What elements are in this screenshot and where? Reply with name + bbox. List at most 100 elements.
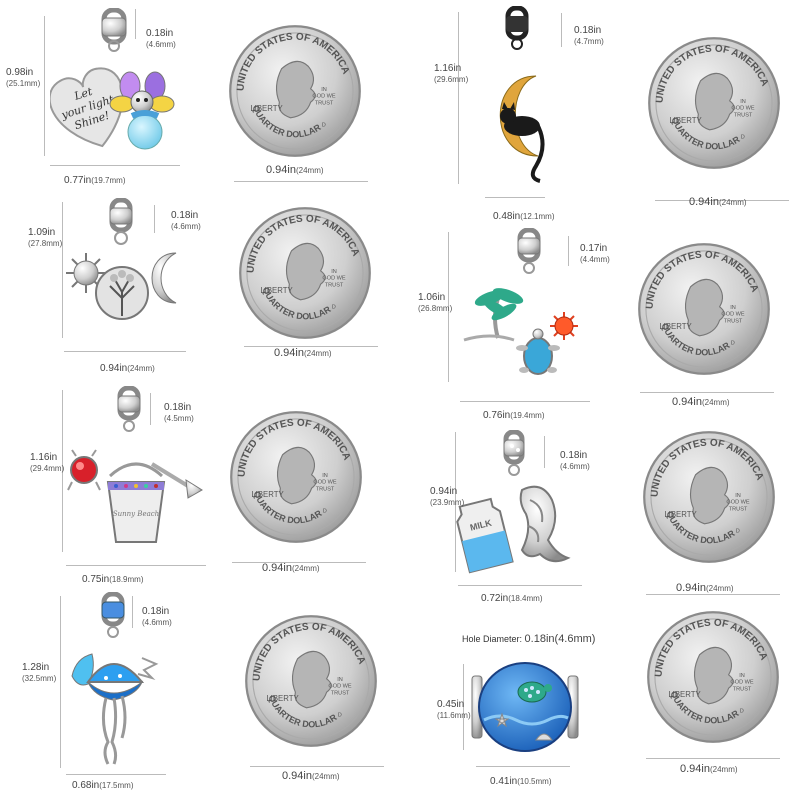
height-guide bbox=[60, 596, 61, 768]
height-guide bbox=[463, 664, 464, 750]
coin-width-inches: 0.94in bbox=[676, 582, 706, 594]
hole-guide bbox=[568, 236, 569, 266]
coin-width-inches: 0.94in bbox=[672, 396, 702, 408]
width-guide bbox=[66, 774, 166, 775]
coin-width-label: 0.94in(24mm) bbox=[282, 771, 340, 782]
coin-motto-1: IN bbox=[735, 493, 741, 499]
height-label: 0.94in (23.9mm) bbox=[430, 486, 464, 508]
width-guide bbox=[64, 351, 186, 352]
ocean-bead-charm-image bbox=[471, 662, 579, 752]
coin-width-guide bbox=[646, 758, 780, 759]
height-label: 1.06in (26.8mm) bbox=[418, 292, 452, 314]
coin-mint: D bbox=[332, 305, 336, 311]
palm-turtle-charm-image bbox=[463, 228, 578, 375]
hole-mm: (4.6mm) bbox=[554, 633, 596, 645]
coin-motto-2: GOD WE bbox=[312, 94, 336, 100]
coin-width-guide bbox=[640, 392, 774, 393]
coin-width-mm: (24mm) bbox=[311, 772, 340, 781]
hole-mm: (4.6mm) bbox=[142, 618, 172, 627]
coin-motto-1: IN bbox=[730, 305, 736, 311]
coin-mint: D bbox=[736, 529, 740, 535]
height-mm: (29.6mm) bbox=[434, 75, 469, 84]
coin-width-guide bbox=[250, 766, 384, 767]
width-guide bbox=[460, 401, 590, 402]
coin-motto-3: TRUST bbox=[734, 112, 753, 118]
hole-inches: 0.18in bbox=[164, 402, 192, 413]
width-guide bbox=[50, 165, 180, 166]
hole-label: 0.18in (4.6mm) bbox=[171, 210, 201, 232]
coin-motto-1: IN bbox=[739, 673, 745, 679]
coin-width-inches: 0.94in bbox=[282, 770, 312, 782]
coin-width-label: 0.94in(24mm) bbox=[680, 764, 738, 775]
coin-motto-3: TRUST bbox=[316, 486, 335, 492]
height-mm: (11.6mm) bbox=[437, 711, 471, 720]
coin-liberty: LIBERTY bbox=[260, 286, 293, 295]
coin-motto-1: IN bbox=[337, 677, 343, 683]
height-mm: (25.1mm) bbox=[6, 79, 41, 88]
milk-croissant-charm-image: MILK bbox=[456, 430, 571, 574]
width-inches: 0.76in bbox=[483, 410, 511, 421]
coin-motto-1: IN bbox=[740, 99, 746, 105]
width-inches: 0.41in bbox=[490, 776, 518, 787]
height-mm: (29.4mm) bbox=[30, 464, 65, 473]
hole-mm: (4.6mm) bbox=[560, 462, 590, 471]
width-inches: 0.72in bbox=[481, 593, 509, 604]
coin-motto-1: IN bbox=[331, 269, 337, 275]
hole-inches: 0.18in bbox=[171, 210, 199, 221]
coin-width-mm: (24mm) bbox=[701, 398, 730, 407]
quarter-coin: UNITED STATES OF AMERICA QUARTER DOLLAR … bbox=[638, 243, 770, 375]
width-mm: (18.9mm) bbox=[109, 575, 144, 584]
width-label: 0.77in(19.7mm) bbox=[64, 175, 125, 186]
height-guide bbox=[455, 432, 456, 572]
hole-mm: (4.6mm) bbox=[146, 40, 176, 49]
hole-diameter-label: Hole Diameter: 0.18in(4.6mm) bbox=[462, 633, 595, 645]
height-guide bbox=[62, 202, 63, 338]
height-inches: 0.94in bbox=[430, 486, 458, 497]
coin-width-label: 0.94in(24mm) bbox=[672, 397, 730, 408]
hole-inches: 0.18in bbox=[560, 450, 588, 461]
height-guide bbox=[448, 232, 449, 382]
coin-mint: D bbox=[731, 341, 735, 347]
width-mm: (12.1mm) bbox=[520, 212, 555, 221]
coin-motto-3: TRUST bbox=[315, 100, 334, 106]
coin-width-mm: (24mm) bbox=[291, 564, 320, 573]
coin-motto-3: TRUST bbox=[729, 506, 748, 512]
height-inches: 1.16in bbox=[30, 452, 58, 463]
height-mm: (32.5mm) bbox=[22, 674, 57, 683]
coin-motto-3: TRUST bbox=[724, 318, 743, 324]
height-mm: (27.8mm) bbox=[28, 239, 63, 248]
height-mm: (26.8mm) bbox=[418, 304, 453, 313]
quarter-coin: UNITED STATES OF AMERICA QUARTER DOLLAR … bbox=[230, 411, 362, 543]
width-inches: 0.94in bbox=[100, 363, 128, 374]
height-inches: 0.98in bbox=[6, 67, 34, 78]
quarter-coin: UNITED STATES OF AMERICA QUARTER DOLLAR … bbox=[648, 37, 780, 169]
coin-width-guide bbox=[234, 181, 368, 182]
width-mm: (17.5mm) bbox=[99, 781, 134, 790]
coin-width-label: 0.94in(24mm) bbox=[274, 348, 332, 359]
hole-guide bbox=[154, 205, 155, 233]
hole-diameter-caption: Hole Diameter: bbox=[462, 634, 523, 644]
height-guide bbox=[458, 12, 459, 184]
hole-inches: 0.18in bbox=[524, 633, 555, 645]
coin-width-inches: 0.94in bbox=[680, 763, 710, 775]
quarter-coin: UNITED STATES OF AMERICA QUARTER DOLLAR … bbox=[643, 431, 775, 563]
coin-width-label: 0.94in(24mm) bbox=[262, 563, 320, 574]
coin-liberty: LIBERTY bbox=[669, 116, 702, 125]
cat-moon-charm-image bbox=[499, 6, 545, 183]
hole-guide bbox=[135, 9, 136, 39]
width-inches: 0.75in bbox=[82, 574, 110, 585]
coin-liberty: LIBERTY bbox=[659, 322, 692, 331]
coin-width-mm: (24mm) bbox=[303, 349, 332, 358]
coin-mint: D bbox=[741, 135, 745, 141]
coin-liberty: LIBERTY bbox=[251, 490, 284, 499]
width-guide bbox=[485, 197, 545, 198]
coin-width-inches: 0.94in bbox=[266, 164, 296, 176]
width-inches: 0.48in bbox=[493, 211, 521, 222]
height-inches: 0.45in bbox=[437, 699, 465, 710]
width-guide bbox=[458, 585, 582, 586]
hole-mm: (4.4mm) bbox=[580, 255, 610, 264]
width-guide bbox=[476, 766, 570, 767]
coin-motto-3: TRUST bbox=[331, 690, 350, 696]
hole-label: 0.18in (4.5mm) bbox=[164, 402, 194, 424]
height-guide bbox=[44, 16, 45, 156]
